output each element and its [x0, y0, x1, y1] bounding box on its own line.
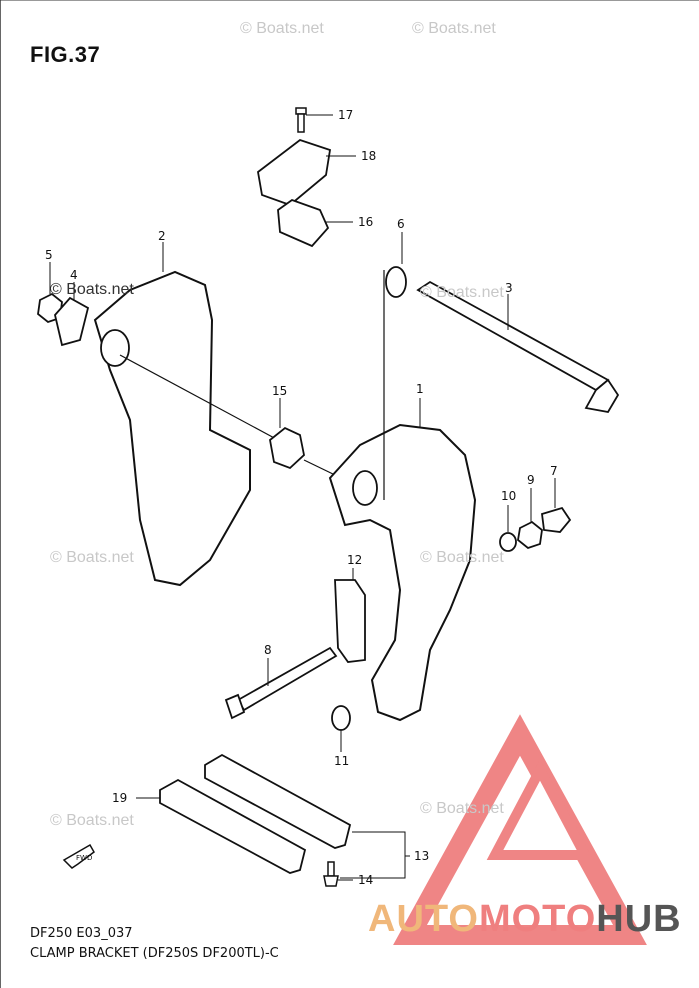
- part-label-13: 13: [414, 849, 429, 863]
- axis-line-mid: [303, 459, 336, 476]
- part-label-1: 1: [416, 382, 424, 396]
- watermark-top-right: © Boats.net: [412, 20, 496, 37]
- fwd-arrow-icon: FWD: [62, 843, 95, 869]
- watermark-bottom-left: © Boats.net: [50, 812, 134, 829]
- part-7-cap: [541, 506, 572, 533]
- axis-line-left: [119, 354, 279, 441]
- brand-part-moto: MOTO: [478, 898, 597, 940]
- part-6-washer: [385, 266, 407, 298]
- watermark-mid-left: © Boats.net: [50, 549, 134, 566]
- watermark-bottom-right: © Boats.net: [420, 800, 504, 817]
- watermark-mid-right: © Boats.net: [420, 284, 504, 301]
- part-label-18: 18: [361, 149, 376, 163]
- brand-logo-icon: [393, 714, 647, 945]
- part-label-16: 16: [358, 215, 373, 229]
- part-10-washer: [499, 532, 517, 552]
- part-9-nut: [517, 520, 543, 550]
- part-18-cover: [257, 138, 332, 207]
- part-4-washer: [54, 296, 90, 347]
- part-label-8: 8: [264, 643, 272, 657]
- figure-code: DF250 E03_037: [30, 926, 133, 941]
- part-label-14: 14: [358, 873, 373, 887]
- bracket-1-bore: [352, 470, 378, 506]
- watermark-mid-center: © Boats.net: [420, 549, 504, 566]
- part-12-plate: [334, 579, 366, 663]
- watermark-top-center: © Boats.net: [240, 20, 324, 37]
- part-label-2: 2: [158, 229, 166, 243]
- part-11-washer: [331, 705, 351, 731]
- brand-part-auto: AUTO: [368, 898, 479, 940]
- part-label-19: 19: [112, 791, 127, 805]
- part-3-tilt-tube: [416, 280, 620, 413]
- part-label-7: 7: [550, 464, 558, 478]
- part-label-9: 9: [527, 473, 535, 487]
- part-label-3: 3: [505, 281, 513, 295]
- bracket-2-bore: [100, 329, 130, 367]
- part-label-5: 5: [45, 248, 53, 262]
- part-label-4: 4: [70, 268, 78, 282]
- part-label-11: 11: [334, 754, 349, 768]
- part-label-6: 6: [397, 217, 405, 231]
- part-label-15: 15: [272, 384, 287, 398]
- leader-13: [340, 831, 406, 879]
- brand-part-hub: HUB: [596, 898, 682, 940]
- part-8-through-bolt: [224, 646, 338, 720]
- part-label-17: 17: [338, 108, 353, 122]
- part-17-bolt: [295, 107, 307, 133]
- part-15-bushing: [269, 426, 305, 470]
- part-14-screw: [323, 861, 339, 887]
- watermark-dark-left: © Boats.net: [50, 281, 134, 298]
- fwd-label: FWD: [76, 854, 92, 862]
- part-label-12: 12: [347, 553, 362, 567]
- part-2-clamp-bracket: [93, 270, 251, 587]
- part-16-plate: [277, 198, 330, 248]
- part-label-10: 10: [501, 489, 516, 503]
- part-13-pad: [204, 753, 352, 849]
- part-19-pad: [159, 778, 307, 874]
- figure-title: FIG.37: [30, 42, 101, 67]
- brand-wordmark: AUTOMOTOHUB: [368, 898, 682, 941]
- figure-caption: CLAMP BRACKET (DF250S DF200TL)-C: [30, 946, 279, 961]
- part-1-clamp-bracket: [328, 423, 477, 722]
